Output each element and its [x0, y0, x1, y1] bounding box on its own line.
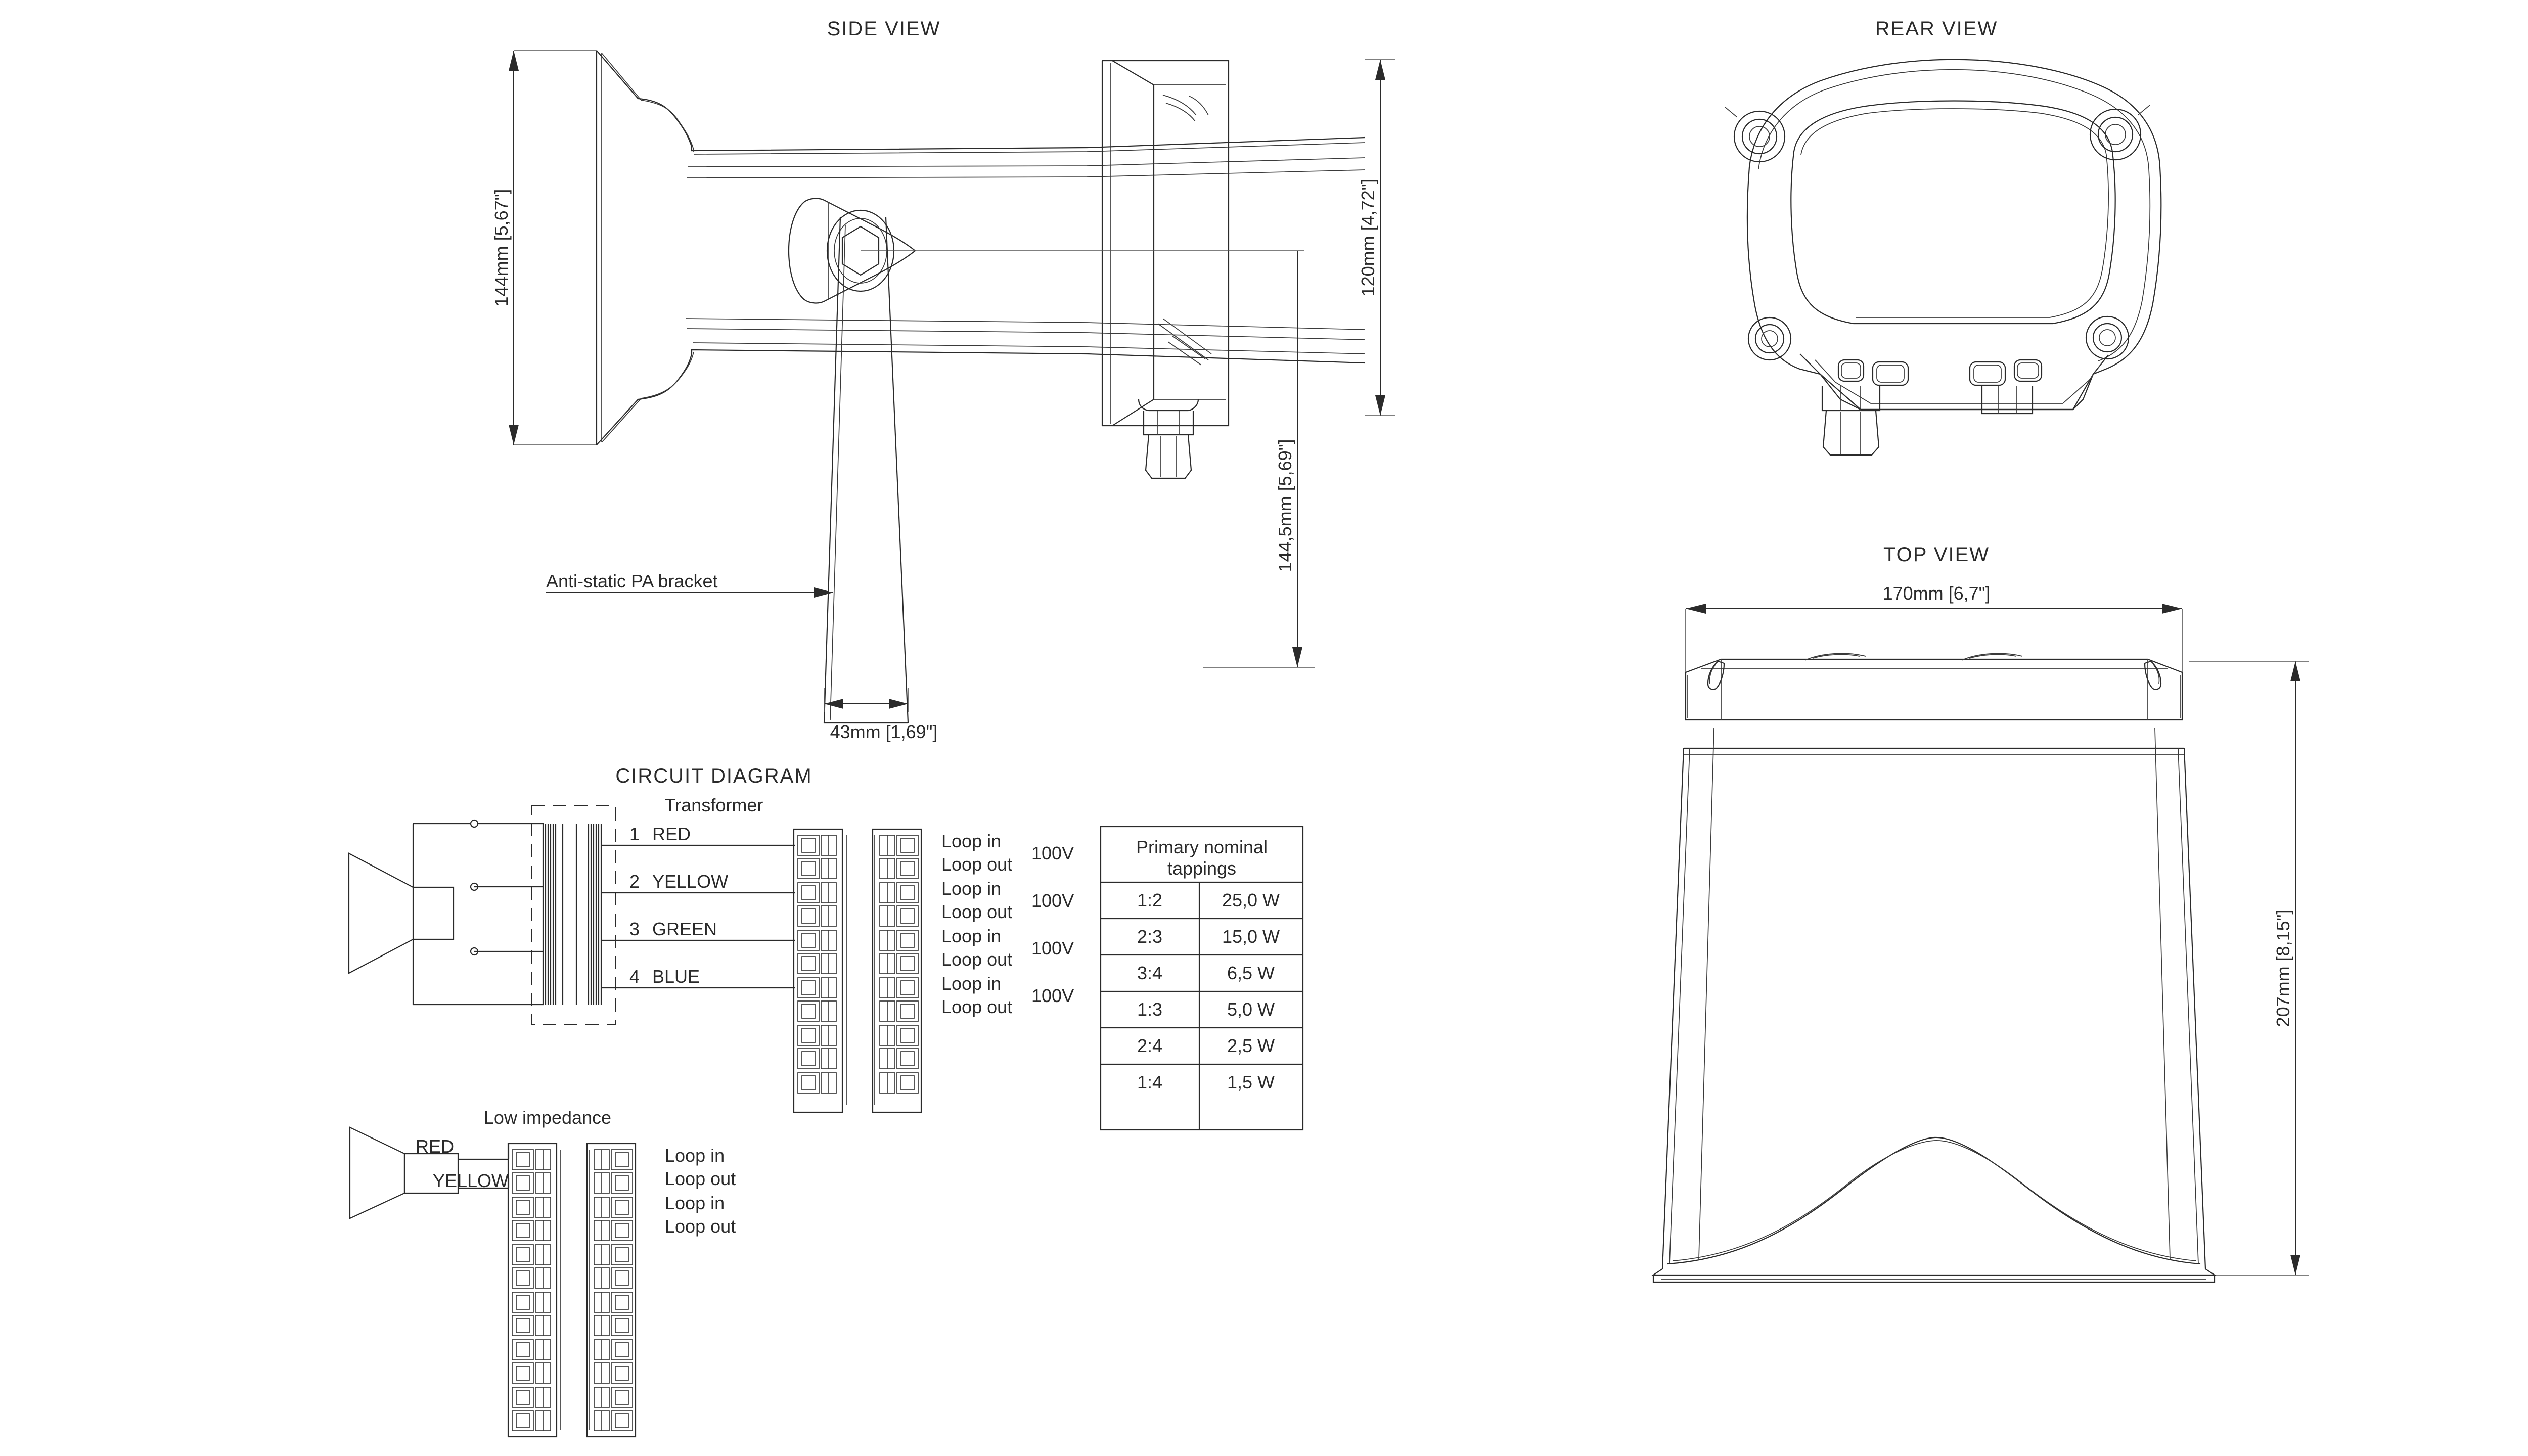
- circuit-diagram-group: CIRCUIT DIAGRAM Transformer: [348, 765, 1304, 1438]
- tap-ratio-4: 2:4: [1137, 1035, 1162, 1056]
- loop-voltage-3: 100V: [1031, 938, 1074, 959]
- tap-number-4: 4: [629, 966, 640, 987]
- loop-out-2: Loop out: [941, 901, 1012, 922]
- transformer-dashed-boundary: [531, 805, 616, 1025]
- loop-out-1: Loop out: [941, 854, 1012, 875]
- rear-view-title: REAR VIEW: [1875, 18, 1998, 40]
- loop-in-2: Loop in: [941, 878, 1001, 899]
- tap-power-4: 2,5 W: [1227, 1035, 1275, 1056]
- transformer-tap-labels: 1 RED 2 YELLOW 3 GREEN 4 BLUE: [629, 824, 728, 987]
- mount-boss-top-right: [2089, 105, 2150, 161]
- terminal-block-lowz-left: [507, 1143, 561, 1438]
- mount-boss-bottom-left: [1747, 316, 1792, 361]
- side-view-height-dimension: 144mm [5,67"]: [491, 50, 597, 445]
- tap-color-2: YELLOW: [652, 871, 728, 892]
- tap-color-4: BLUE: [652, 966, 700, 987]
- side-view-group: SIDE VIEW 144mm [5,67"]: [491, 18, 1395, 742]
- circuit-diagram-title: CIRCUIT DIAGRAM: [615, 765, 812, 787]
- lowz-loop-in-2: Loop in: [665, 1193, 725, 1213]
- table-row: 2:3 15,0 W: [1137, 926, 1280, 947]
- tap-power-3: 5,0 W: [1227, 999, 1275, 1020]
- top-view-height-dimension: 207mm [8,15"]: [2189, 661, 2309, 1276]
- tappings-header-line1: Primary nominal: [1136, 837, 1268, 857]
- tap-color-3: GREEN: [652, 919, 717, 939]
- top-view-group: TOP VIEW 170mm [6,7"] 207mm [8,15"]: [1651, 543, 2309, 1283]
- side-view-depth-label-1445: 144,5mm [5,69"]: [1275, 439, 1295, 572]
- side-view-height-label: 144mm [5,67"]: [491, 189, 512, 307]
- speaker-symbol-low-impedance: [349, 1126, 510, 1219]
- loop-voltage-1: 100V: [1031, 843, 1074, 863]
- tap-color-1: RED: [652, 824, 691, 844]
- loop-out-3: Loop out: [941, 949, 1012, 970]
- terminal-block-transformer-right: [872, 828, 922, 1113]
- speaker-symbol-transformer: [348, 819, 544, 1006]
- top-view-body-outline: [1651, 653, 2217, 1283]
- tap-ratio-5: 1:4: [1137, 1072, 1162, 1093]
- low-impedance-wire-red: RED: [416, 1136, 454, 1157]
- top-view-height-label: 207mm [8,15"]: [2273, 909, 2293, 1027]
- loop-labels-transformer: Loop in Loop out 100V Loop in Loop out 1…: [941, 831, 1074, 1017]
- tap-power-2: 6,5 W: [1227, 963, 1275, 983]
- tap-power-0: 25,0 W: [1222, 890, 1280, 911]
- top-view-width-label: 170mm [6,7"]: [1883, 583, 1991, 604]
- mount-boss-top-left: [1725, 107, 1786, 163]
- side-view-depth-dimension-1445: 144,5mm [5,69"]: [1203, 251, 1315, 668]
- side-view-depth-label-120: 120mm [4,72"]: [1358, 179, 1378, 297]
- cable-gland-left: [1821, 386, 1881, 456]
- lowz-loop-out-1: Loop out: [665, 1168, 736, 1189]
- anti-static-bracket-label: Anti-static PA bracket: [546, 571, 717, 592]
- table-row: 1:3 5,0 W: [1137, 999, 1275, 1020]
- transformer-subtitle: Transformer: [665, 795, 763, 815]
- tap-ratio-3: 1:3: [1137, 999, 1162, 1020]
- table-row: 2:4 2,5 W: [1137, 1035, 1275, 1056]
- tappings-table: Primary nominal tappings 1:2 25,0 W 2:3 …: [1100, 826, 1304, 1131]
- terminal-rows-right: [879, 835, 919, 1094]
- tap-ratio-1: 2:3: [1137, 926, 1162, 947]
- terminal-rows-left: [797, 835, 837, 1094]
- loop-in-4: Loop in: [941, 973, 1001, 994]
- side-view-depth-dimension-120: 120mm [4,72"]: [1358, 59, 1395, 416]
- tap-power-1: 15,0 W: [1222, 926, 1280, 947]
- lowz-loop-out-2: Loop out: [665, 1216, 736, 1237]
- low-impedance-subtitle: Low impedance: [484, 1107, 611, 1128]
- cable-entry-slots: [1837, 359, 2043, 386]
- terminal-block-lowz-right: [586, 1143, 637, 1438]
- side-view-horn-outline: [596, 50, 1366, 724]
- loop-in-1: Loop in: [941, 831, 1001, 851]
- tap-number-2: 2: [629, 871, 640, 892]
- bracket-width-dimension: 43mm [1,69"]: [824, 688, 937, 742]
- tap-ratio-2: 3:4: [1137, 963, 1162, 983]
- loop-labels-low-impedance: Loop in Loop out Loop in Loop out: [665, 1145, 736, 1237]
- tap-power-5: 1,5 W: [1227, 1072, 1275, 1093]
- top-view-width-dimension: 170mm [6,7"]: [1685, 583, 2183, 677]
- lowz-loop-in-1: Loop in: [665, 1145, 725, 1166]
- mount-boss-bottom-right: [2085, 315, 2130, 360]
- terminal-block-transformer-left: [793, 828, 847, 1113]
- side-view-title: SIDE VIEW: [827, 18, 941, 40]
- cable-gland-right: [1981, 386, 2034, 415]
- top-view-title: TOP VIEW: [1883, 543, 1990, 566]
- loop-out-4: Loop out: [941, 996, 1012, 1017]
- loop-voltage-4: 100V: [1031, 985, 1074, 1006]
- tappings-header-line2: tappings: [1167, 858, 1236, 879]
- bracket-width-label: 43mm [1,69"]: [830, 721, 938, 742]
- transformer-core-windings: [542, 824, 602, 1005]
- table-row: 3:4 6,5 W: [1137, 963, 1275, 983]
- low-impedance-wire-yellow: YELLOW: [433, 1170, 509, 1191]
- table-row: 1:2 25,0 W: [1137, 890, 1280, 911]
- loop-in-3: Loop in: [941, 926, 1001, 946]
- transformer-tap-wires: [601, 844, 795, 989]
- tap-ratio-0: 1:2: [1137, 890, 1162, 911]
- table-row: 1:4 1,5 W: [1137, 1072, 1275, 1093]
- loop-voltage-2: 100V: [1031, 890, 1074, 911]
- rear-view-group: REAR VIEW: [1725, 18, 2162, 456]
- tap-number-1: 1: [629, 824, 640, 844]
- tap-number-3: 3: [629, 919, 640, 939]
- anti-static-bracket-annotation: Anti-static PA bracket: [546, 571, 833, 598]
